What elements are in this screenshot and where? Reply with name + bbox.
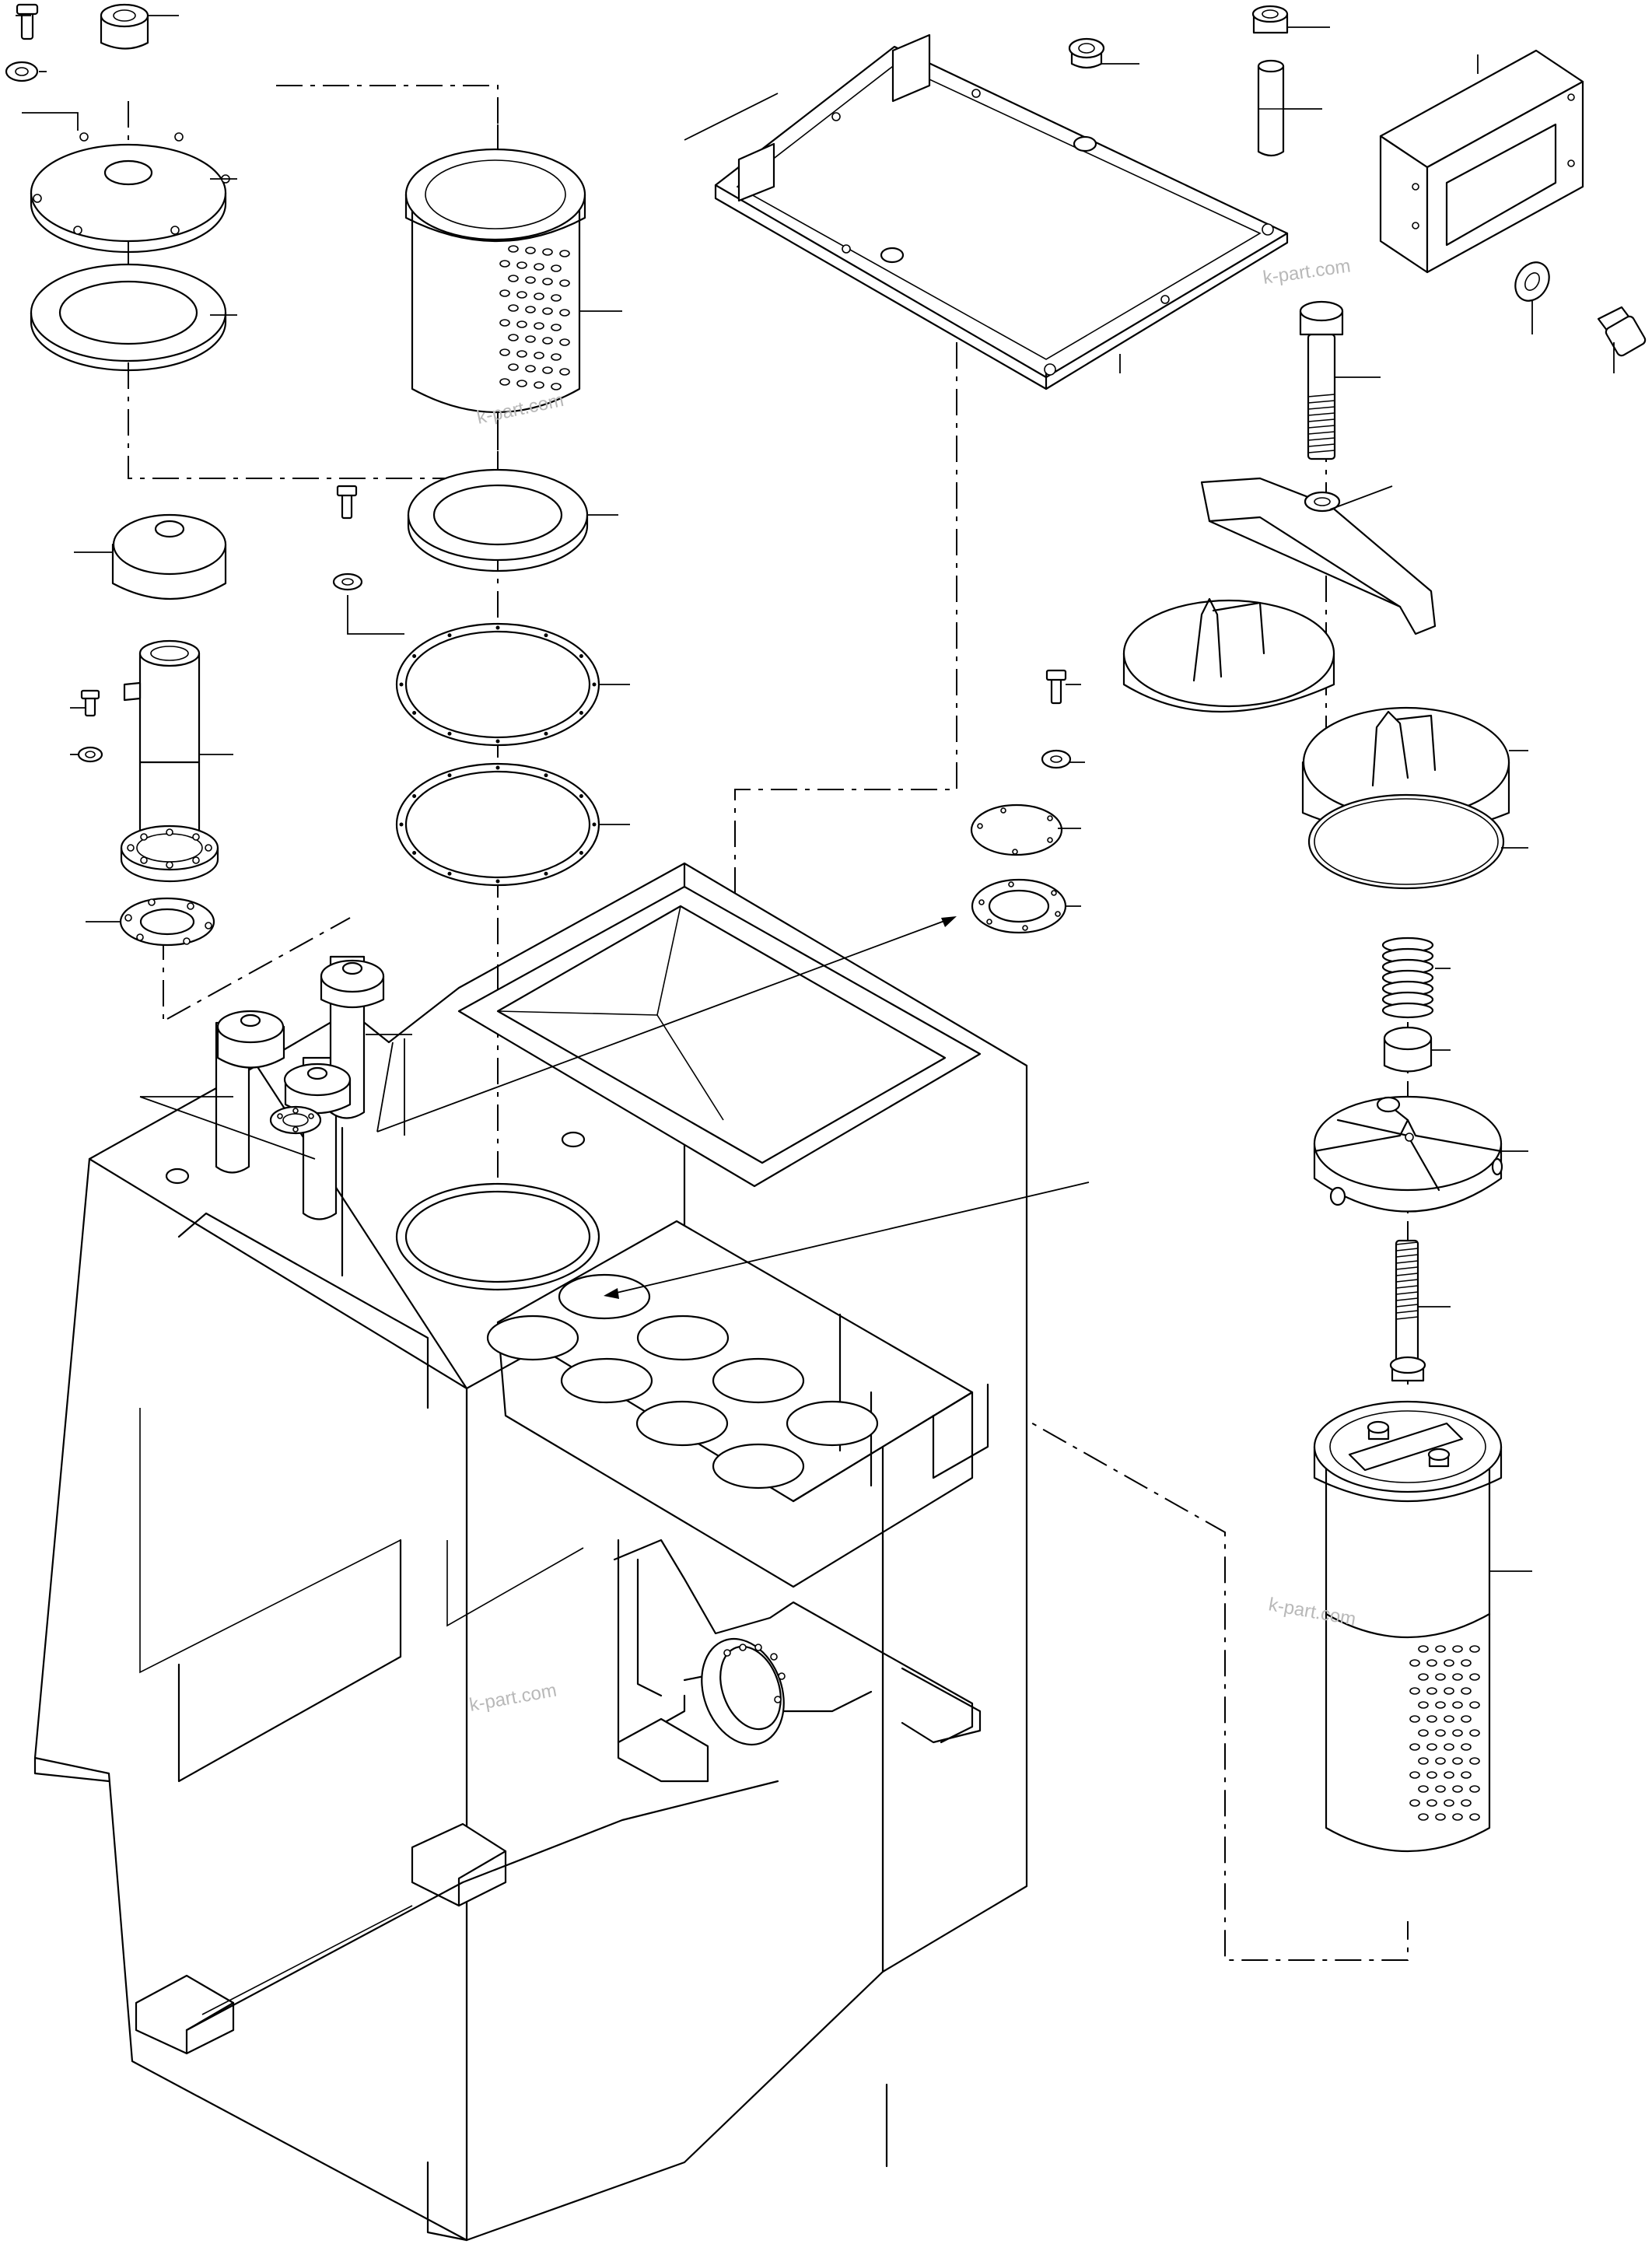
small-filter-caps	[139, 955, 385, 1220]
center-bolt-and-plates	[970, 669, 1072, 934]
callout-leader-lines	[16, 15, 1615, 1572]
center-strainer-assembly	[332, 148, 600, 887]
bottom-strainer-assembly	[1313, 1239, 1503, 1853]
stud-and-nut	[1251, 5, 1289, 157]
tank-top-ring-gasket	[395, 1182, 600, 1291]
tank-cover-lid	[714, 33, 1289, 390]
flange-bolt-holes	[723, 1644, 786, 1703]
filter-bore-holes	[486, 1273, 879, 1490]
flange-bolt-circle	[127, 828, 212, 869]
direction-arrows	[376, 916, 1090, 1299]
filter-covers-with-handles	[1122, 597, 1510, 890]
spring-and-guide	[1313, 936, 1503, 1213]
top-cover-plate-assembly	[5, 3, 230, 372]
inspection-frame	[1379, 49, 1647, 357]
breather-filter-assembly	[77, 513, 227, 947]
perforation-pattern	[499, 245, 570, 390]
watermark-top-right: k-part.com	[1262, 255, 1352, 289]
clamp-bar-assembly	[1200, 300, 1437, 635]
hydraulic-tank-body	[33, 862, 1028, 2242]
